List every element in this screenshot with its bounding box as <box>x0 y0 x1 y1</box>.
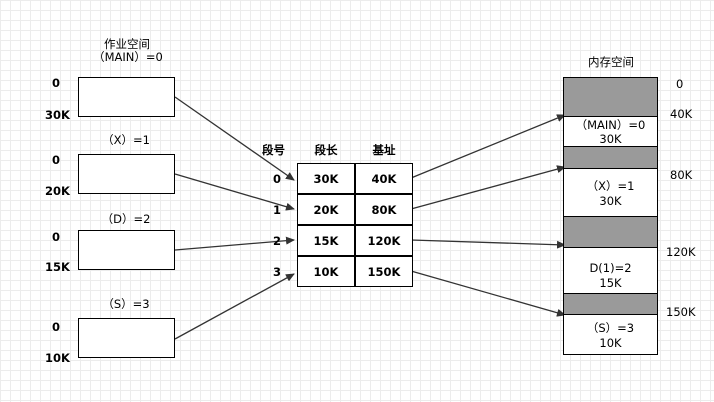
memory-block-name-d: D(1)=2 <box>589 261 632 275</box>
job-segment-start-main: 0 <box>52 76 61 90</box>
segment-table-num-3: 3 <box>273 265 282 279</box>
memory-block-size-d: 15K <box>599 276 622 290</box>
memory-block-name-x: （X）=1 <box>586 179 635 193</box>
job-space-title: 作业空间 <box>104 37 150 51</box>
memory-address-150k: 150K <box>666 305 696 319</box>
job-segment-start-d: 0 <box>52 230 61 244</box>
job-segment-box-x <box>78 154 175 194</box>
job-segment-end-s: 10K <box>45 351 70 365</box>
memory-block-size-main: 30K <box>599 132 622 146</box>
job-segment-end-main: 30K <box>45 108 70 122</box>
memory-address-0: 0 <box>676 77 684 91</box>
job-segment-label-s: （S）=3 <box>102 297 150 311</box>
job-segment-end-x: 20K <box>45 184 70 198</box>
arrow-row1-to-80k <box>410 165 566 210</box>
segment-table-header-num: 段号 <box>262 143 285 157</box>
memory-block-name-s: （S）=3 <box>586 321 635 335</box>
job-segment-label-x: （X）=1 <box>102 133 150 147</box>
segment-table-num-0: 0 <box>273 172 282 186</box>
job-segment-box-d <box>78 230 175 270</box>
job-segment-box-main <box>78 77 175 117</box>
segment-table-len-3: 10K <box>297 256 355 287</box>
job-segment-end-d: 15K <box>45 260 70 274</box>
segment-table-len-0: 30K <box>297 163 355 194</box>
memory-address-80k: 80K <box>670 168 693 182</box>
memory-block-size-s: 10K <box>599 336 622 350</box>
job-segment-box-s <box>78 318 175 358</box>
memory-block-main <box>563 116 658 147</box>
memory-block-size-x: 30K <box>599 194 622 208</box>
memory-block-name-main: （MAIN）=0 <box>575 118 646 132</box>
job-segment-start-x: 0 <box>52 153 61 167</box>
arrow-row2-to-120k <box>410 239 566 249</box>
job-segment-label-main: （MAIN）=0 <box>93 50 163 64</box>
memory-block-os <box>563 77 658 117</box>
job-segment-start-s: 0 <box>52 320 61 334</box>
segment-table-num-1: 1 <box>273 203 282 217</box>
segment-table-base-2: 120K <box>355 225 413 256</box>
segment-table-len-1: 20K <box>297 194 355 225</box>
memory-block-s <box>563 314 658 355</box>
arrow-d-to-row2 <box>174 236 295 251</box>
segment-table-base-1: 80K <box>355 194 413 225</box>
memory-block-used-1 <box>563 146 658 169</box>
segment-table-len-2: 15K <box>297 225 355 256</box>
memory-block-x <box>563 168 658 217</box>
arrow-row0-to-40k <box>410 114 566 179</box>
segment-table-base-0: 40K <box>355 163 413 194</box>
arrow-x-to-row1 <box>174 173 295 211</box>
memory-block-used-2 <box>563 216 658 248</box>
memory-address-120k: 120K <box>666 245 696 259</box>
memory-block-used-3 <box>563 293 658 315</box>
arrow-row3-to-150k <box>410 270 566 317</box>
segment-table-num-2: 2 <box>273 234 282 248</box>
arrow-main-to-row0 <box>174 96 295 181</box>
segment-table-header-base: 基址 <box>372 143 396 157</box>
memory-block-d <box>563 247 658 294</box>
arrow-s-to-row3 <box>174 273 295 340</box>
segment-table-header-len: 段长 <box>314 143 338 157</box>
memory-address-40k: 40K <box>670 107 693 121</box>
memory-space-title: 内存空间 <box>588 55 634 69</box>
segment-table-base-3: 150K <box>355 256 413 287</box>
job-segment-label-d: （D）=2 <box>101 212 151 226</box>
